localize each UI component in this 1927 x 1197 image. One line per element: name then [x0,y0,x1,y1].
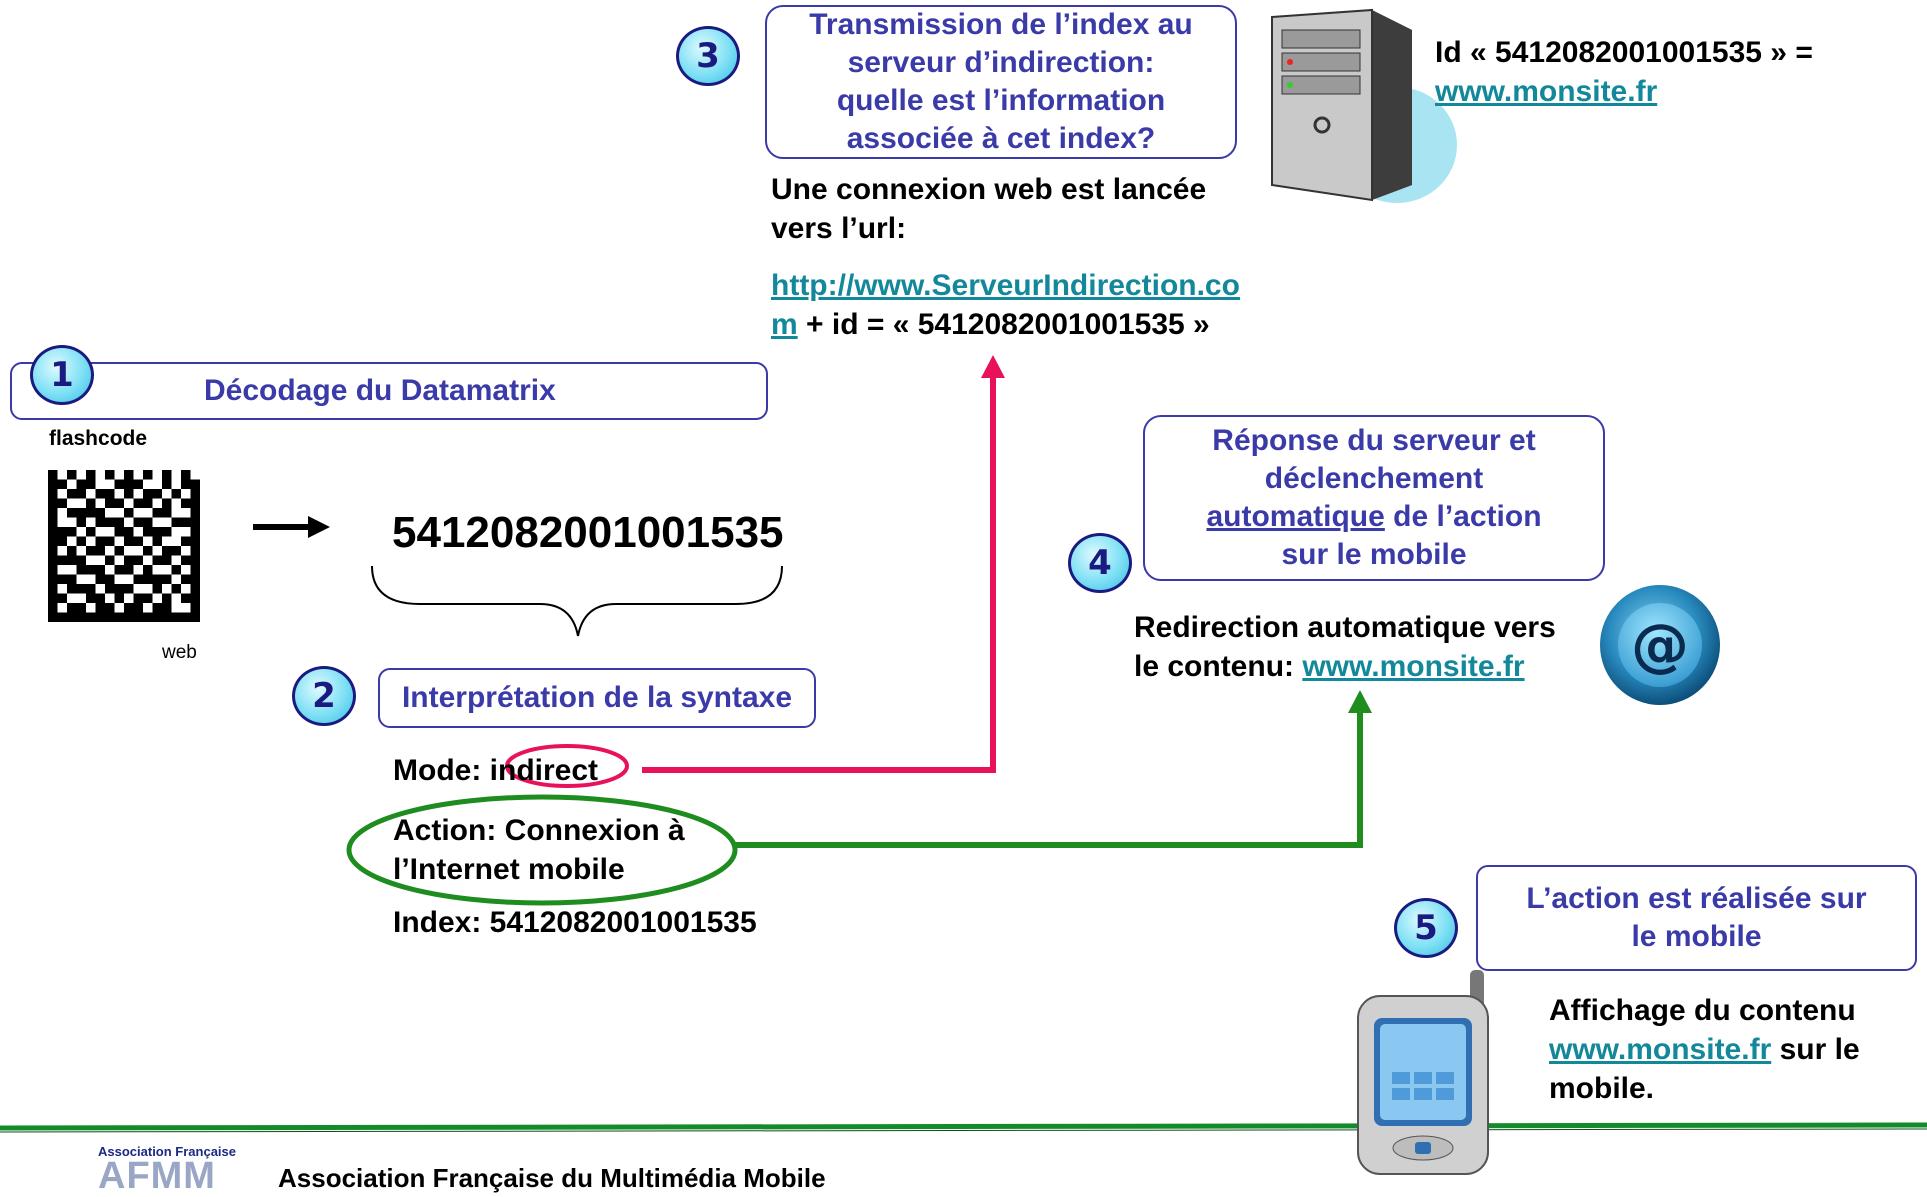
step1-badge: 1 [30,345,94,405]
datamatrix-label-top: flashcode [49,427,148,450]
server-id-text: Id « 5412082001001535 » = [1435,36,1813,69]
datamatrix-code-icon [48,470,200,622]
at-symbol: @ [1618,603,1702,687]
action-line-1: Action: Connexion à [393,814,685,847]
step4-title-automatique: automatique [1206,500,1385,533]
connect-line-2: vers l’url: [771,212,907,245]
mode-line: Mode: indirect [393,751,598,790]
mode-value: indirect [489,754,599,787]
indirect-highlight-ellipse [505,744,629,788]
at-sign-icon: @ [1600,585,1720,705]
step3-title-line-2: serveur d’indirection: [847,46,1155,79]
index-line: Index: 5412082001001535 [393,906,757,939]
step4-title-box: Réponse du serveur et déclenchement auto… [1143,415,1605,581]
display-text: Affichage du contenu www.monsite.fr sur … [1549,991,1860,1108]
pink-arrow [642,375,996,773]
step3-title-box: Transmission de l’index au serveur d’ind… [765,5,1237,159]
pink-arrow-head [981,355,1005,378]
step5-title-line-1: L’action est réalisée sur [1526,882,1867,915]
green-arrow [735,710,1363,848]
code-brace [371,565,783,637]
redirect-line-2: le contenu: [1134,650,1303,683]
step4-title-line-3-rest: de l’action [1384,500,1542,533]
connect-text: Une connexion web est lancée vers l’url: [771,170,1206,248]
step3-title-line-1: Transmission de l’index au [809,8,1193,41]
footer-org-name: Association Française du Multimédia Mobi… [278,1163,826,1193]
mode-label: Mode: [393,754,482,787]
step4-title-line-2: déclenchement [1264,462,1484,495]
indirection-url-link[interactable]: http://www.ServeurIndirection.co [771,269,1240,302]
step3-badge: 3 [676,26,740,86]
action-line-2: l’Internet mobile [393,853,625,886]
action-line: Action: Connexion à l’Internet mobile [393,811,685,889]
step3-title-line-3: quelle est l’information [836,84,1166,117]
display-line-3: mobile. [1549,1072,1655,1105]
server-icon [1262,5,1457,205]
server-response-text: Id « 5412082001001535 » = www.monsite.fr [1435,33,1813,111]
mobile-phone-icon [1352,968,1498,1176]
footer-logo-caption: Association Française [98,1144,236,1159]
step3-title-line-4: associée à cet index? [846,122,1156,155]
indirection-url-link-end[interactable]: m [771,308,798,341]
step4-title-line-1: Réponse du serveur et [1212,424,1536,457]
display-url-link[interactable]: www.monsite.fr [1549,1033,1772,1066]
footer-line [0,1122,1927,1131]
step2-title-box: Interprétation de la syntaxe [378,668,816,728]
indirection-url-suffix: + id = « 5412082001001535 » [797,308,1210,341]
afmm-logo: AFMM [98,1155,216,1197]
display-line-1: Affichage du contenu [1549,994,1856,1027]
redirect-text: Redirection automatique vers le contenu:… [1134,608,1556,686]
display-line-2-rest: sur le [1771,1033,1860,1066]
step1-title: Décodage du Datamatrix [204,374,556,407]
redirect-url-link[interactable]: www.monsite.fr [1302,650,1525,683]
step4-title-line-4: sur le mobile [1281,538,1467,571]
step5-badge: 5 [1394,898,1458,958]
connect-line-1: Une connexion web est lancée [771,173,1207,206]
action-highlight-ellipse [346,794,738,906]
server-url-link[interactable]: www.monsite.fr [1435,75,1658,108]
step2-badge: 2 [292,666,356,726]
step2-title: Interprétation de la syntaxe [401,681,793,714]
step5-title-box: L’action est réalisée sur le mobile [1476,865,1917,971]
green-arrow-head [1348,690,1372,713]
decoded-code: 5412082001001535 [392,508,784,557]
step1-title-box: Décodage du Datamatrix [10,362,768,420]
step4-badge: 4 [1068,533,1132,593]
datamatrix-label-bottom: web [162,642,197,663]
redirect-line-1: Redirection automatique vers [1134,611,1556,644]
step5-title-line-2: le mobile [1631,920,1762,953]
decode-arrow-head [308,516,330,538]
indirection-url-block: http://www.ServeurIndirection.co m + id … [771,266,1240,344]
